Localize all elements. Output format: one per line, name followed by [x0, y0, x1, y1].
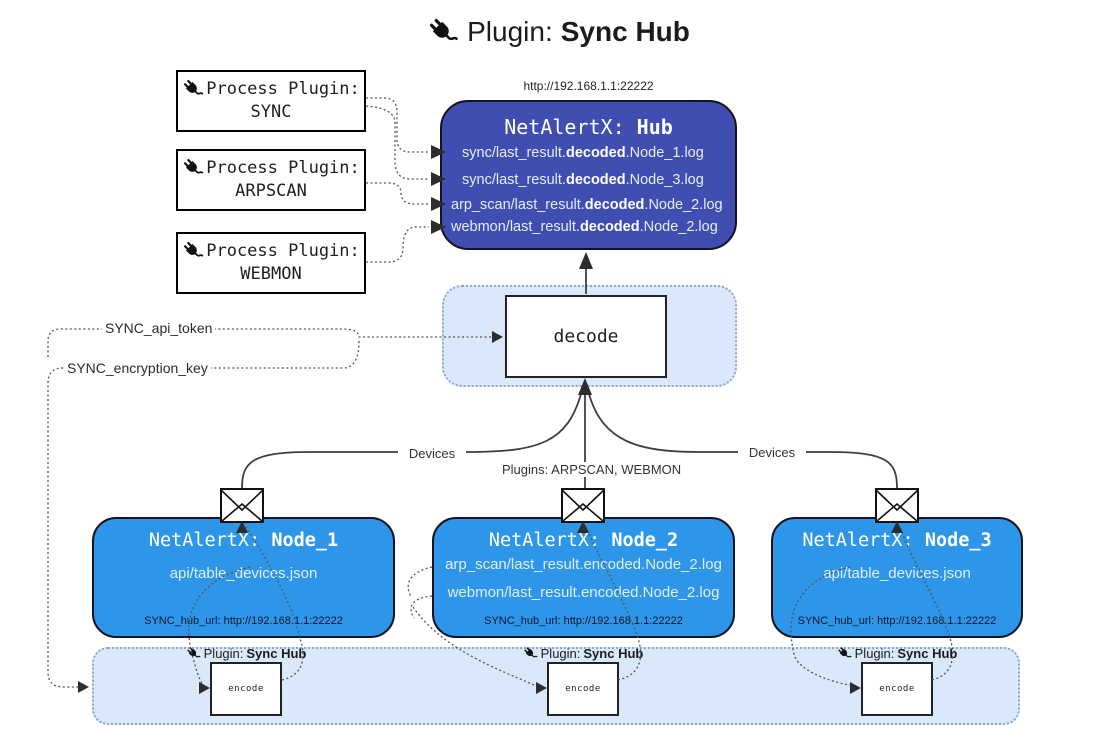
devices-label-left: Devices — [398, 446, 466, 461]
node-hub-url: SYNC_hub_url: http://192.168.1.1:22222 — [484, 615, 683, 627]
plugins-edge-label: Plugins: ARPSCAN, WEBMON — [498, 462, 681, 477]
edge-sync-to-hub-1 — [366, 97, 429, 153]
encoder-label: Plugin: Sync Hub — [176, 646, 316, 661]
node-file-line: webmon/last_result.encoded.Node_2.log — [447, 584, 720, 601]
node-title: NetAlertX: Node_2 — [488, 530, 679, 551]
node3-box: NetAlertX: Node_3 api/table_devices.json… — [771, 517, 1023, 638]
process-plugin-box-sync: Process Plugin: SYNC — [176, 70, 366, 132]
edge-sync-to-hub-2 — [365, 105, 429, 180]
process-plugin-name: WEBMON — [240, 264, 302, 284]
edge-webmon-to-hub — [366, 226, 429, 263]
node-file-line: api/table_devices.json — [823, 565, 971, 582]
node-title: NetAlertX: Node_3 — [802, 530, 992, 551]
process-plugin-box-arpscan: Process Plugin: ARPSCAN — [176, 149, 366, 211]
arrowhead-up — [579, 252, 593, 269]
hub-log-line: webmon/last_result.decoded.Node_2.log — [451, 219, 718, 235]
process-plugin-label: Process Plugin: — [206, 241, 360, 261]
edge-node2-line2-to-encode — [410, 595, 433, 619]
node-file-line: api/table_devices.json — [169, 565, 318, 582]
edge-arpscan-to-hub — [366, 182, 429, 205]
arrowhead-right — [78, 681, 89, 693]
plug-icon — [427, 16, 459, 48]
plug-icon — [182, 240, 204, 262]
hub-box: NetAlertX: Hub sync/last_result.decoded.… — [440, 100, 737, 250]
title-prefix: Plugin: — [467, 16, 553, 47]
node-file-line: arp_scan/last_result.encoded.Node_2.log — [445, 556, 722, 573]
plug-icon — [837, 646, 852, 661]
encoder-label: Plugin: Sync Hub — [513, 646, 653, 661]
hub-title: NetAlertX: Hub — [442, 115, 735, 139]
page-title: Plugin: Sync Hub — [0, 16, 1117, 48]
plug-icon — [186, 646, 201, 661]
title-bold: Sync Hub — [560, 16, 690, 47]
node-title: NetAlertX: Node_1 — [148, 530, 339, 551]
process-plugin-name: SYNC — [250, 102, 292, 122]
encode-box: encode — [210, 662, 282, 716]
decode-box: decode — [505, 295, 667, 378]
hub-log-line: arp_scan/last_result.decoded.Node_2.log — [451, 197, 723, 213]
hub-url-label: http://192.168.1.1:22222 — [523, 79, 654, 93]
node2-box: NetAlertX: Node_2 arp_scan/last_result.e… — [432, 517, 735, 638]
encode-box: encode — [547, 662, 619, 716]
encode-box: encode — [861, 662, 933, 716]
node1-box: NetAlertX: Node_1 api/table_devices.json… — [92, 517, 395, 638]
encoder-label: Plugin: Sync Hub — [827, 646, 967, 661]
plug-icon — [182, 78, 204, 100]
hub-name-prefix: NetAlertX: — [504, 115, 625, 139]
node-hub-url: SYNC_hub_url: http://192.168.1.1:22222 — [144, 615, 343, 627]
process-plugin-label: Process Plugin: — [206, 158, 360, 178]
plug-icon — [182, 157, 204, 179]
plug-icon — [523, 646, 538, 661]
sync-api-token-label: SYNC_api_token — [102, 320, 216, 336]
process-plugin-label: Process Plugin: — [206, 79, 360, 99]
process-plugin-box-webmon: Process Plugin: WEBMON — [176, 232, 366, 294]
edge-node2-line1-to-encode — [407, 566, 433, 598]
hub-log-line: sync/last_result.decoded.Node_1.log — [462, 145, 704, 161]
hub-log-line: sync/last_result.decoded.Node_3.log — [462, 172, 704, 188]
sync-encryption-key-label: SYNC_encryption_key — [64, 360, 211, 376]
hub-name: Hub — [636, 115, 673, 139]
node-hub-url: SYNC_hub_url: http://192.168.1.1:22222 — [797, 615, 997, 627]
devices-label-right: Devices — [738, 445, 806, 460]
process-plugin-name: ARPSCAN — [235, 181, 307, 201]
